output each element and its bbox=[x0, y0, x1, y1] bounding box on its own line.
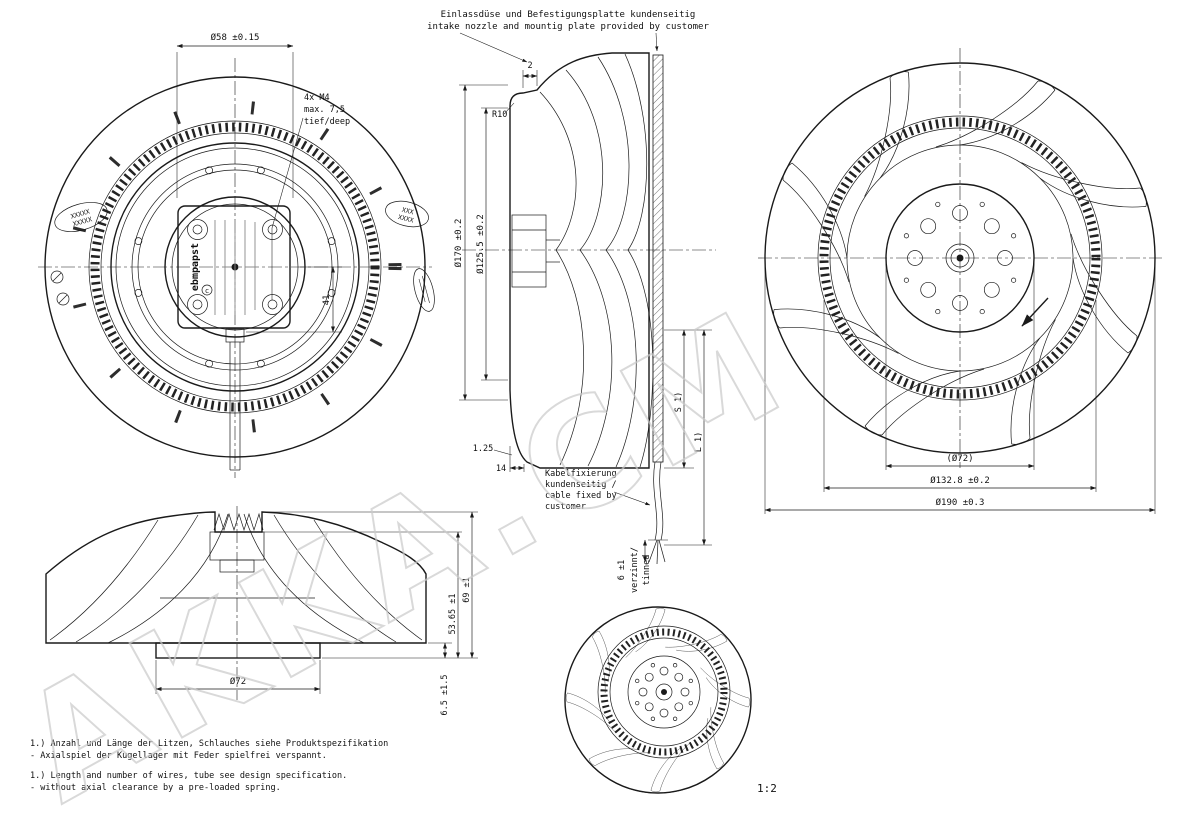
label-right-line1: XXX bbox=[401, 206, 414, 217]
dim-2-label: 2 bbox=[527, 61, 532, 71]
impeller-bolt-holes bbox=[907, 205, 1013, 311]
iso-hub bbox=[597, 625, 731, 759]
footnote-de-1: 1.) Anzahl und Länge der Litzen, Schlauc… bbox=[30, 739, 388, 749]
intake-note: Einlassdüse und Befestigungsplatte kunde… bbox=[427, 10, 709, 63]
dim-d1255: Ø125.5 ±0.2 bbox=[475, 107, 508, 381]
dim-d170-label: Ø170 ±0.2 bbox=[453, 219, 464, 268]
dim-d58-label: Ø58 ±0.15 bbox=[211, 32, 260, 43]
c-mark-circle bbox=[201, 284, 213, 296]
screw-symbols bbox=[50, 270, 70, 306]
m4-line3: tief/deep bbox=[304, 117, 350, 127]
tin-note-de: verzinnt/ bbox=[630, 547, 640, 593]
section-blade-curves bbox=[539, 53, 654, 468]
impeller-view: (Ø72) Ø132.8 ±0.2 Ø190 ±0.3 bbox=[758, 48, 1162, 514]
cable-note-3: cable fixed by bbox=[545, 491, 617, 501]
front-view: ebmpapst c XXXXX XXXXX XXX XXXX bbox=[38, 32, 435, 478]
label-right-line2: XXXX bbox=[397, 213, 414, 225]
front-clip-ring bbox=[68, 100, 402, 434]
intake-note-en: intake nozzle and mountig plate provided… bbox=[427, 22, 709, 32]
dim-d72-paren-label: (Ø72) bbox=[946, 453, 973, 464]
m4-callout: 4x M4 max. 7,5 tief/deep bbox=[271, 93, 350, 300]
dim-l: L 1) bbox=[664, 329, 712, 546]
tin-dim-label: 6 ±1 bbox=[617, 560, 627, 580]
dim-d1328-label: Ø132.8 ±0.2 bbox=[930, 475, 990, 486]
dim-2: 2 bbox=[522, 61, 538, 88]
r10-label: R10 bbox=[492, 110, 507, 120]
intake-note-de: Einlassdüse und Befestigungsplatte kunde… bbox=[441, 10, 696, 20]
dim-69-label: 69 ±1 bbox=[462, 577, 472, 603]
footnotes: 1.) Anzahl und Länge der Litzen, Schlauc… bbox=[30, 739, 388, 793]
scale-label: 1:2 bbox=[757, 782, 777, 795]
brand-logo-text: ebmpapst bbox=[190, 243, 201, 291]
nameplate: ebmpapst c bbox=[177, 205, 291, 329]
iso-blades bbox=[542, 584, 774, 816]
pre-load-spring bbox=[213, 512, 264, 532]
dim-d1255-label: Ø125.5 ±0.2 bbox=[475, 214, 486, 274]
dim-l-label: L 1) bbox=[694, 432, 704, 452]
dim-65: 6.5 ±1.5 bbox=[322, 642, 478, 716]
section-motor bbox=[511, 214, 560, 288]
dim-s-label: S 1) bbox=[674, 392, 684, 412]
dim-d72-side: Ø72 bbox=[155, 660, 321, 694]
footnote-de-2: - Axialspiel der Kugellager mit Feder sp… bbox=[30, 751, 327, 761]
dim-41: 41 bbox=[246, 266, 342, 333]
side-hub bbox=[209, 512, 265, 573]
front-screw-holes bbox=[187, 219, 283, 315]
dim-d72-paren: (Ø72) bbox=[885, 262, 1035, 470]
impeller-rivet-dots bbox=[903, 201, 1017, 315]
tinned-note: 6 ±1 verzinnt/ tinned bbox=[617, 539, 652, 593]
dim-5365: 53.65 ±1 bbox=[264, 531, 462, 659]
approval-mark-oval bbox=[413, 268, 435, 312]
rotation-arrow bbox=[1021, 297, 1049, 327]
cable-note-4: customer bbox=[545, 502, 586, 512]
m4-line1: 4x M4 bbox=[304, 93, 330, 103]
dim-14-label: 14 bbox=[496, 464, 506, 474]
side-elevation-view: Ø72 6.5 ±1.5 53.65 ±1 69 ±1 bbox=[45, 506, 478, 716]
front-cable bbox=[225, 328, 245, 471]
dim-d58: Ø58 ±0.15 bbox=[176, 32, 294, 198]
m4-line2: max. 7,5 bbox=[304, 105, 345, 115]
dim-14: 14 bbox=[496, 446, 525, 474]
intake-note-leader-left bbox=[459, 32, 528, 63]
watermark: AKKA.CM bbox=[0, 276, 816, 820]
dim-d72-side-label: Ø72 bbox=[230, 676, 246, 687]
section-view: R10 2 Ø170 ±0.2 Ø125.5 ±0.2 1.25 bbox=[453, 52, 716, 593]
isometric-view: 1:2 bbox=[542, 584, 777, 816]
intake-note-leader-right bbox=[655, 32, 659, 52]
side-base-plate bbox=[155, 642, 321, 659]
dim-69: 69 ±1 bbox=[262, 511, 478, 659]
section-cable bbox=[648, 461, 668, 565]
dim-125-label: 1.25 bbox=[473, 444, 493, 454]
front-outer-circle bbox=[44, 76, 426, 458]
r10-leader bbox=[504, 102, 515, 114]
footnote-en-2: - without axial clearance by a pre-loade… bbox=[30, 783, 281, 793]
customer-mounting-plate bbox=[652, 54, 664, 463]
dim-5365-label: 53.65 ±1 bbox=[448, 594, 458, 635]
front-tooth-ring bbox=[90, 122, 380, 412]
dim-d190-label: Ø190 ±0.3 bbox=[936, 497, 985, 508]
c-mark: c bbox=[205, 287, 209, 295]
dim-41-label: 41 bbox=[322, 295, 332, 306]
impeller-hub-circle bbox=[885, 183, 1035, 333]
cable-note: Kabelfixierung kundenseitig / cable fixe… bbox=[545, 469, 651, 512]
cable-note-2: kundenseitig / bbox=[545, 480, 617, 490]
iso-outer-circle bbox=[564, 606, 752, 794]
footnote-en-1: 1.) Length and number of wires, tube see… bbox=[30, 771, 347, 781]
dim-d1328: Ø132.8 ±0.2 bbox=[823, 300, 1097, 492]
section-outline bbox=[509, 52, 650, 469]
dim-d190: Ø190 ±0.3 bbox=[764, 262, 1156, 514]
impeller-tooth-ring bbox=[819, 117, 1101, 399]
dim-d170: Ø170 ±0.2 bbox=[453, 84, 508, 401]
side-blade-curves bbox=[49, 513, 423, 644]
front-rivets bbox=[134, 166, 336, 368]
label-oval-right: XXX XXXX bbox=[385, 200, 429, 228]
impeller-outer-circle bbox=[764, 62, 1156, 454]
cable-note-1: Kabelfixierung bbox=[545, 469, 617, 479]
dim-65-label: 6.5 ±1.5 bbox=[440, 675, 450, 716]
dim-125: 1.25 bbox=[473, 444, 513, 456]
tin-note-en: tinned bbox=[642, 555, 652, 586]
